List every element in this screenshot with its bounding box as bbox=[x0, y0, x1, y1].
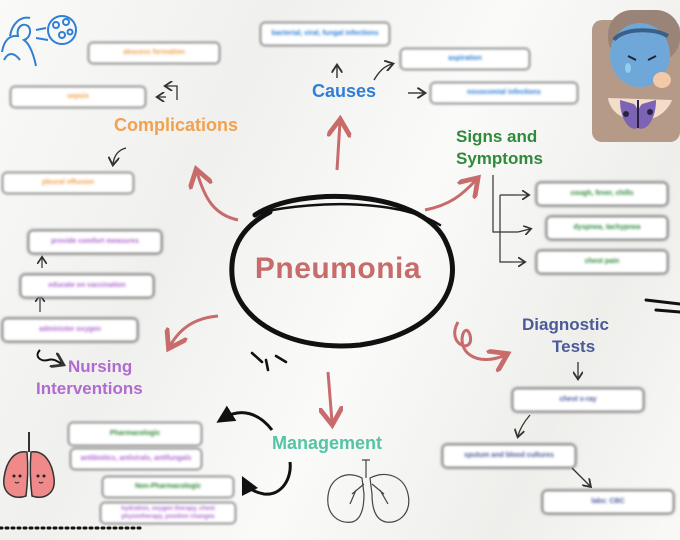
causes-item-1: bacterial, viral, fungal infections bbox=[260, 22, 390, 46]
arrow-to-complications bbox=[197, 172, 239, 222]
central-circle bbox=[229, 194, 455, 372]
complications-title: Complications bbox=[114, 115, 239, 135]
management-nonpharm-label: Non-Pharmacologic bbox=[102, 476, 234, 498]
diagnostic-item-2: sputum and blood cultures bbox=[442, 444, 576, 468]
arrow-to-signs bbox=[424, 180, 476, 212]
signs-title-line1: Signs and bbox=[456, 127, 538, 146]
arrow-to-diagnostic bbox=[453, 321, 505, 360]
signs-item-1: cough, fever, chills bbox=[536, 182, 668, 206]
management-pharm-item: antibiotics, antivirals, antifungals bbox=[70, 448, 202, 470]
signs-item-2: dyspnea, tachypnea bbox=[546, 216, 668, 240]
arrow-to-causes bbox=[337, 122, 340, 171]
causes-item-2: aspiration bbox=[400, 48, 530, 70]
nursing-title-line2: Interventions bbox=[36, 379, 143, 398]
cough-person-icon bbox=[1, 15, 77, 67]
lungs-outline-icon bbox=[327, 459, 410, 523]
signs-item-3: chest pain bbox=[536, 250, 668, 274]
lungs-cartoon-icon bbox=[3, 432, 55, 498]
management-pharm-label: Pharmacologic bbox=[68, 422, 202, 446]
diagnostic-title-line1: Diagnostic bbox=[522, 315, 609, 334]
nursing-item-3: administer oxygen bbox=[2, 318, 138, 342]
complications-item-3: pleural effusion bbox=[2, 172, 134, 194]
signs-title-line2: Symptoms bbox=[456, 149, 543, 168]
complications-item-2: sepsis bbox=[10, 86, 146, 108]
causes-title: Causes bbox=[312, 81, 377, 101]
diagnostic-item-1: chest x-ray bbox=[512, 388, 644, 412]
management-title: Management bbox=[272, 433, 383, 453]
arrow-to-management bbox=[328, 371, 332, 422]
causes-item-3: nosocomial infections bbox=[430, 82, 578, 104]
management-nonpharm-item: hydration, oxygen therapy, chest physiot… bbox=[100, 502, 236, 524]
sick-person-icon bbox=[592, 10, 680, 142]
complications-item-1: abscess formation bbox=[88, 42, 220, 64]
nursing-item-2: educate on vaccination bbox=[20, 274, 154, 298]
diagnostic-item-3: labs: CBC bbox=[542, 490, 674, 514]
arrow-to-nursing bbox=[170, 314, 219, 346]
nursing-title-line1: Nursing bbox=[68, 357, 133, 376]
nursing-item-1: provide comfort measures bbox=[28, 230, 162, 254]
diagnostic-title-line2: Tests bbox=[552, 337, 596, 356]
central-topic-title: Pneumonia bbox=[254, 252, 422, 285]
